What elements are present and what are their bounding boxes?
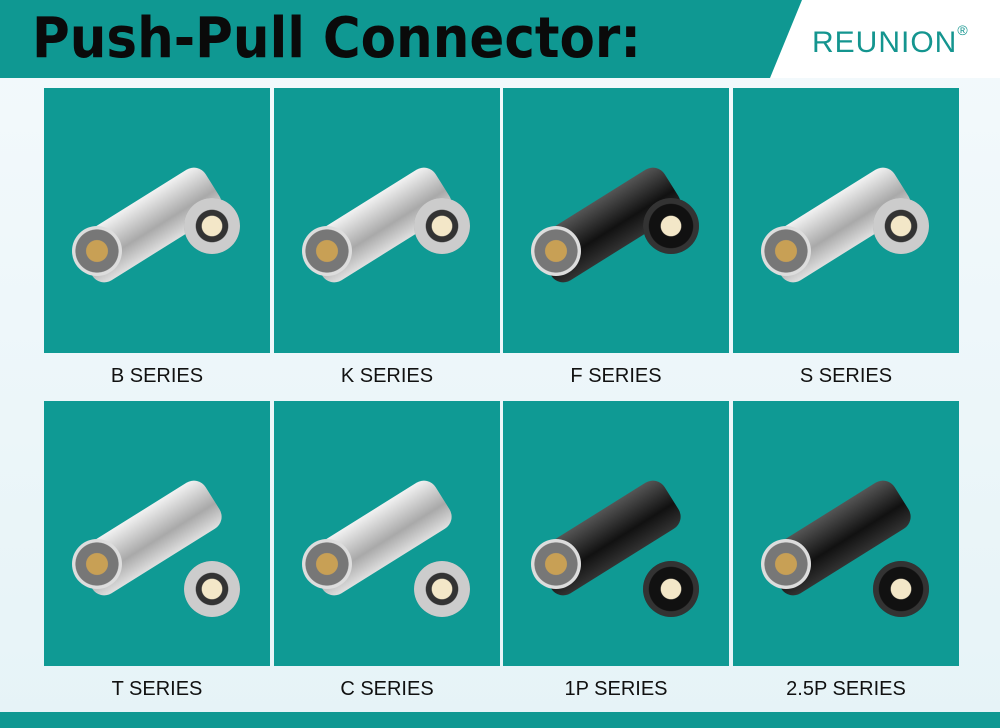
- product-image-s-series: [733, 88, 959, 353]
- product-image-t-series: [44, 401, 270, 666]
- receptacle-connector: [184, 198, 240, 254]
- receptacle-connector: [414, 561, 470, 617]
- page-title: Push-Pull Connector:: [32, 6, 641, 71]
- plug-face: [761, 539, 811, 589]
- plug-face: [761, 226, 811, 276]
- series-label: T SERIES: [111, 678, 203, 700]
- plug-face: [72, 226, 122, 276]
- series-label: B SERIES: [110, 365, 204, 387]
- series-label: C SERIES: [340, 678, 434, 700]
- plug-face: [531, 539, 581, 589]
- series-label: S SERIES: [799, 365, 893, 387]
- receptacle-connector: [873, 198, 929, 254]
- plug-face: [531, 226, 581, 276]
- product-image-k-series: [274, 88, 500, 353]
- product-image-b-series: [44, 88, 270, 353]
- series-label: F SERIES: [570, 365, 662, 387]
- product-image-f-series: [503, 88, 729, 353]
- receptacle-connector: [414, 198, 470, 254]
- logo-background: [770, 0, 1000, 78]
- registered-mark: ®: [957, 22, 969, 38]
- series-label: 2.5P SERIES: [786, 678, 906, 700]
- series-label: 1P SERIES: [564, 678, 668, 700]
- receptacle-connector: [184, 561, 240, 617]
- receptacle-connector: [643, 561, 699, 617]
- brand-name: REUNION: [812, 26, 958, 59]
- plug-face: [302, 226, 352, 276]
- product-image-1p-series: [503, 401, 729, 666]
- product-image-c-series: [274, 401, 500, 666]
- plug-face: [302, 539, 352, 589]
- receptacle-connector: [643, 198, 699, 254]
- footer-band: [0, 712, 1000, 728]
- brand-logo: REUNION®: [812, 22, 969, 60]
- product-image-2-5p-series: [733, 401, 959, 666]
- series-label: K SERIES: [340, 365, 434, 387]
- receptacle-connector: [873, 561, 929, 617]
- plug-face: [72, 539, 122, 589]
